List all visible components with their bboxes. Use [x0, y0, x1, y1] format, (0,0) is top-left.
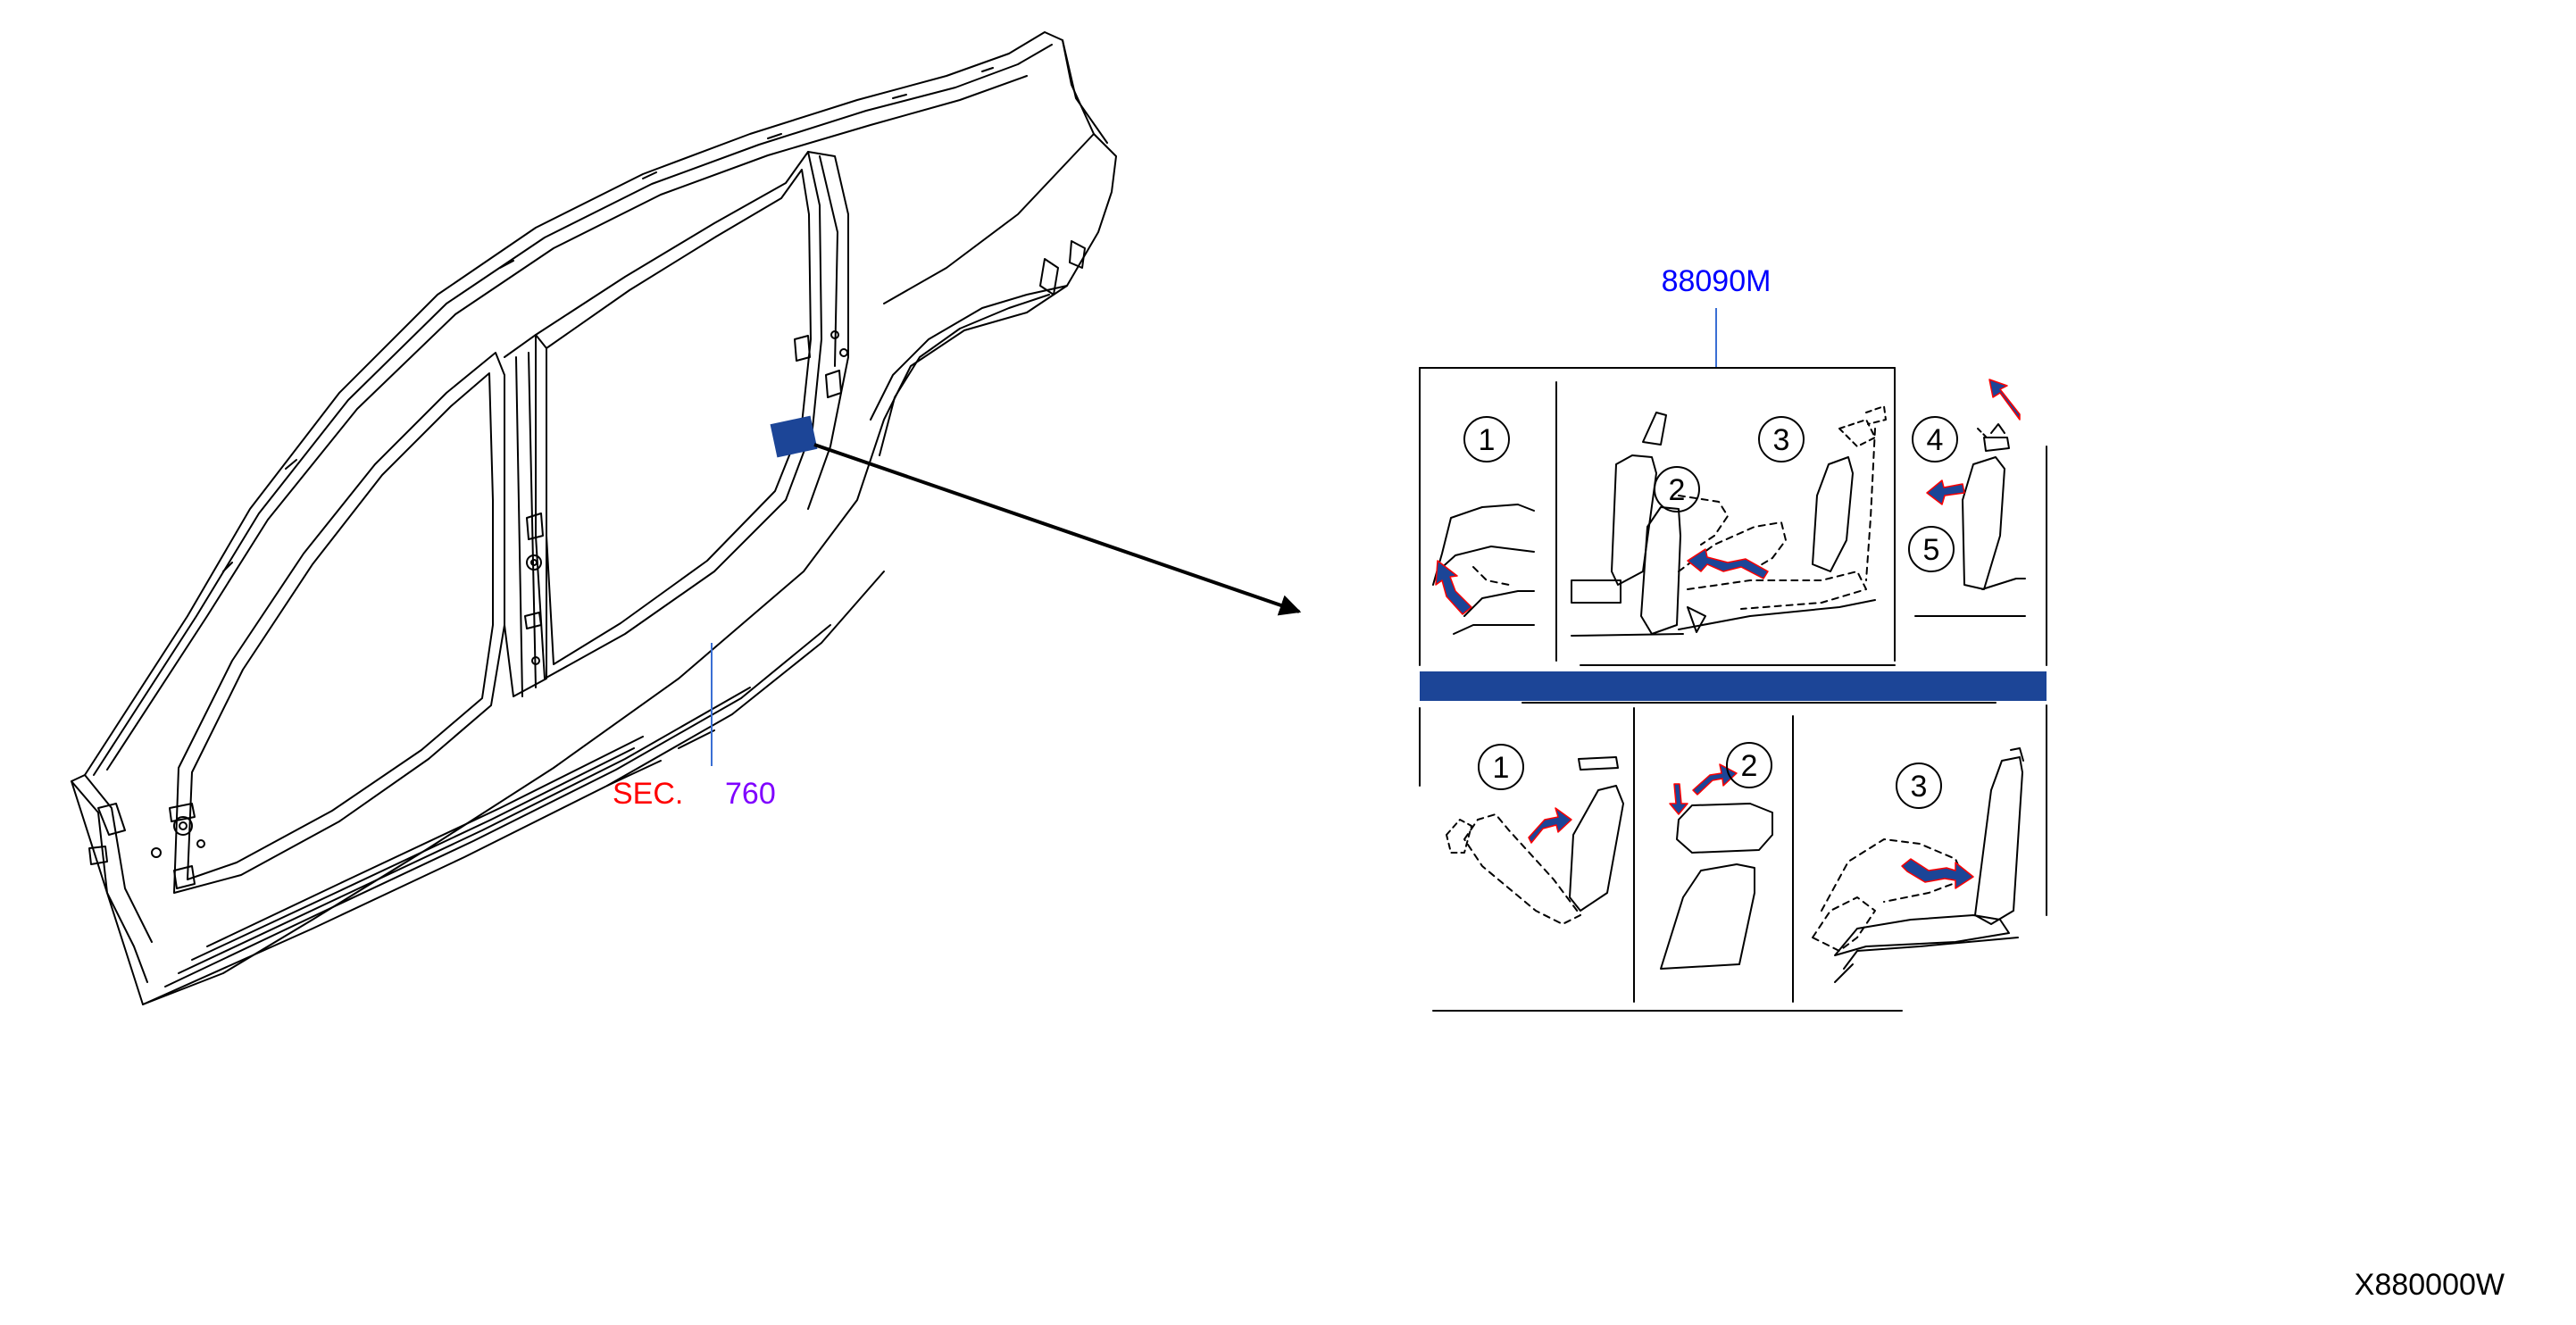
label-separator-band	[1420, 671, 2047, 701]
step-number-text-group: 1 2 3 4 5 1 2 3	[1479, 423, 1944, 804]
diagram-code: X880000W	[2355, 1268, 2505, 1302]
section-prefix[interactable]: SEC.	[613, 777, 683, 811]
step-circle-bottom-2	[1726, 742, 1772, 788]
body-side-panel-drawing	[71, 31, 1117, 1005]
caution-label-drawing	[1419, 367, 2047, 1012]
section-number[interactable]: 760	[725, 777, 776, 811]
step-number-bottom-2: 2	[1741, 749, 1758, 783]
step-circle-top-4	[1912, 416, 1958, 462]
label-location-marker	[770, 415, 818, 458]
step-number-top-1: 1	[1479, 423, 1496, 457]
part-number-label[interactable]: 88090M	[1662, 264, 1772, 298]
step-circle-top-1	[1463, 416, 1510, 462]
step-number-top-5: 5	[1923, 533, 1940, 567]
step-number-group	[1463, 416, 1958, 809]
step-circle-top-2	[1654, 466, 1700, 512]
step-number-bottom-3: 3	[1911, 770, 1928, 804]
step-number-top-2: 2	[1669, 473, 1686, 507]
step-number-top-3: 3	[1773, 423, 1790, 457]
step-circle-bottom-3	[1896, 762, 1942, 809]
step-circle-top-3	[1758, 416, 1805, 462]
motion-arrows	[1435, 379, 2021, 889]
step-circle-bottom-1	[1478, 744, 1524, 790]
step-number-bottom-1: 1	[1493, 751, 1510, 785]
pointer-arrow	[813, 443, 1302, 616]
step-circle-top-5	[1908, 526, 1955, 572]
step-number-top-4: 4	[1927, 423, 1944, 457]
